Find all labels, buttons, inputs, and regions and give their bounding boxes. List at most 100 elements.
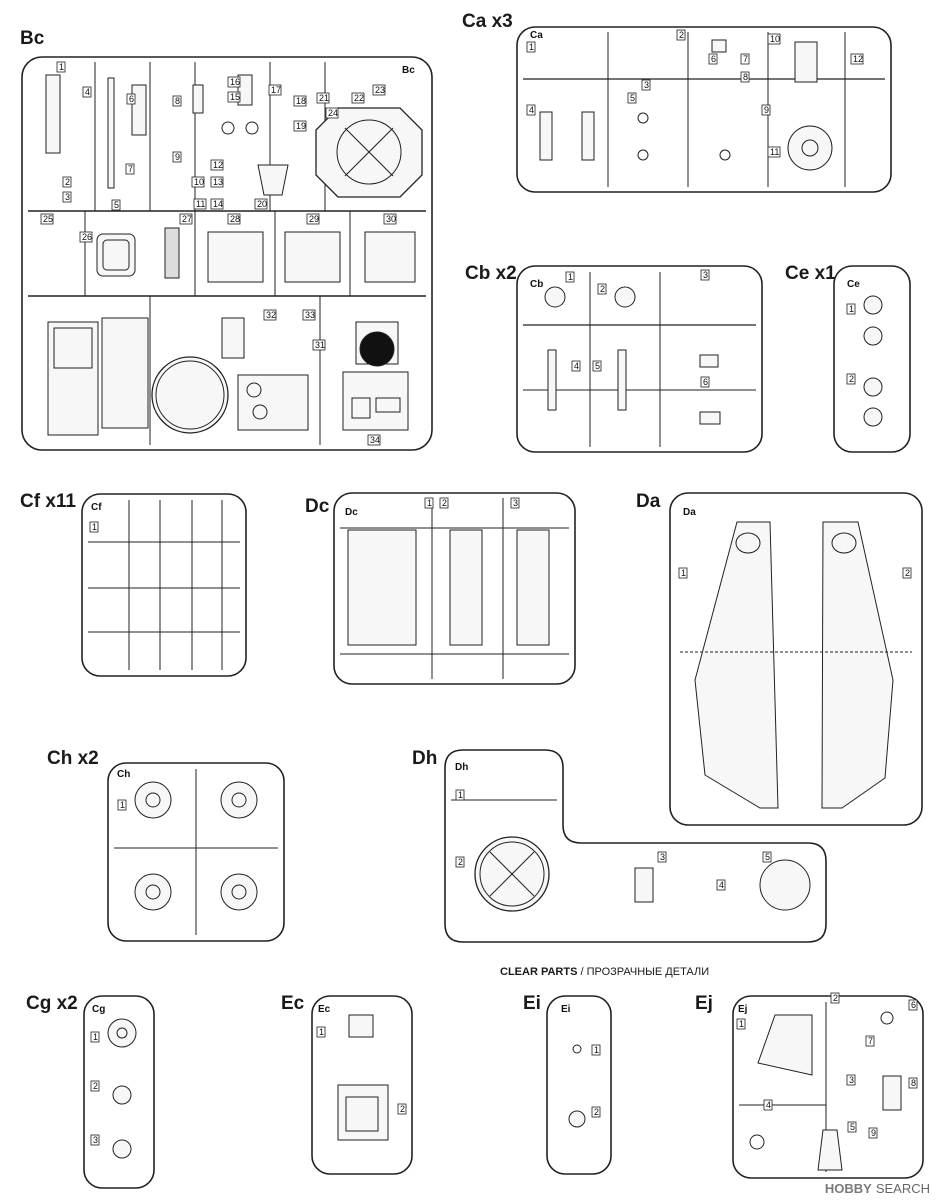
part-number-bc-12: 12 (210, 159, 224, 171)
svg-text:11: 11 (196, 199, 205, 209)
svg-text:31: 31 (315, 340, 325, 350)
svg-text:2: 2 (458, 857, 463, 867)
svg-text:1: 1 (739, 1019, 744, 1029)
svg-text:11: 11 (770, 147, 779, 157)
part-number-bc-16: 16 (227, 76, 241, 88)
svg-text:12: 12 (213, 160, 223, 170)
part-number-ca-1: 1 (526, 41, 536, 53)
part-number-ej-7: 7 (865, 1035, 875, 1047)
sprue-cf (81, 493, 247, 677)
svg-text:6: 6 (711, 54, 716, 64)
sprue-ej (732, 995, 924, 1179)
sprue-code-ca: Ca (530, 30, 543, 41)
svg-text:12: 12 (853, 54, 863, 64)
sprue-code-cg: Cg (92, 1004, 105, 1015)
part-number-ej-5: 5 (847, 1121, 857, 1133)
part-number-bc-28: 28 (227, 213, 241, 225)
svg-text:1: 1 (681, 568, 686, 578)
part-number-cg-2: 2 (90, 1080, 100, 1092)
part-number-bc-19: 19 (293, 120, 307, 132)
part-number-cg-3: 3 (90, 1134, 100, 1146)
svg-text:2: 2 (594, 1107, 599, 1117)
part-number-bc-6: 6 (126, 93, 136, 105)
svg-text:18: 18 (296, 96, 306, 106)
svg-text:26: 26 (82, 232, 92, 242)
part-number-bc-26: 26 (79, 231, 93, 243)
svg-text:3: 3 (65, 192, 70, 202)
part-number-ej-3: 3 (846, 1074, 856, 1086)
svg-text:2: 2 (400, 1104, 405, 1114)
svg-text:10: 10 (770, 34, 780, 44)
part-number-ej-2: 2 (830, 992, 840, 1004)
part-number-bc-14: 14 (210, 198, 224, 210)
part-number-ej-6: 6 (908, 999, 918, 1011)
svg-text:2: 2 (905, 568, 910, 578)
part-number-dc-2: 2 (439, 497, 449, 509)
sprue-cb (516, 265, 763, 453)
svg-text:8: 8 (743, 72, 748, 82)
svg-text:34: 34 (370, 435, 380, 445)
svg-text:2: 2 (833, 993, 838, 1003)
svg-text:6: 6 (911, 1000, 916, 1010)
svg-text:22: 22 (354, 93, 364, 103)
part-number-bc-5: 5 (111, 199, 121, 211)
part-number-bc-18: 18 (293, 95, 307, 107)
part-number-bc-1: 1 (56, 61, 66, 73)
sprue-title-dh: Dh (412, 748, 438, 769)
clear-parts-heading: CLEAR PARTS / ПРОЗРАЧНЫЕ ДЕТАЛИ (500, 966, 709, 978)
part-number-cb-5: 5 (592, 360, 602, 372)
sprue-title-ce: Ce x1 (785, 263, 836, 284)
svg-text:21: 21 (319, 93, 329, 103)
svg-text:30: 30 (386, 214, 396, 224)
part-number-bc-32: 32 (263, 309, 277, 321)
svg-text:6: 6 (703, 377, 708, 387)
sprue-code-ce: Ce (847, 279, 860, 290)
svg-text:25: 25 (43, 214, 53, 224)
sprue-title-da: Da (636, 491, 661, 512)
sprue-ei (546, 995, 612, 1175)
part-number-bc-30: 30 (383, 213, 397, 225)
part-number-ej-8: 8 (908, 1077, 918, 1089)
part-number-bc-4: 4 (82, 86, 92, 98)
part-number-cb-3: 3 (700, 269, 710, 281)
part-number-da-1: 1 (678, 567, 688, 579)
part-number-bc-22: 22 (351, 92, 365, 104)
sprue-title-bc: Bc (20, 28, 45, 49)
part-number-ec-1: 1 (316, 1026, 326, 1038)
svg-text:27: 27 (182, 214, 192, 224)
part-number-cb-6: 6 (700, 376, 710, 388)
svg-text:2: 2 (442, 498, 447, 508)
svg-text:4: 4 (85, 87, 90, 97)
part-number-ei-1: 1 (591, 1044, 601, 1056)
part-number-bc-33: 33 (302, 309, 316, 321)
svg-text:1: 1 (458, 790, 463, 800)
sprue-title-cg: Cg x2 (26, 993, 78, 1014)
svg-text:2: 2 (679, 30, 684, 40)
svg-text:5: 5 (765, 852, 770, 862)
part-number-cg-1: 1 (90, 1031, 100, 1043)
svg-text:3: 3 (644, 80, 649, 90)
clear-parts-en: CLEAR PARTS (500, 966, 578, 978)
svg-text:15: 15 (230, 92, 240, 102)
watermark-text: SEARCH (875, 1181, 930, 1196)
clear-parts-ru: ПРОЗРАЧНЫЕ ДЕТАЛИ (586, 966, 710, 978)
part-number-ej-1: 1 (736, 1018, 746, 1030)
sprue-ec (311, 995, 413, 1175)
part-number-dh-3: 3 (657, 851, 667, 863)
svg-text:33: 33 (305, 310, 315, 320)
svg-text:5: 5 (595, 361, 600, 371)
part-number-ei-2: 2 (591, 1106, 601, 1118)
part-number-cb-1: 1 (565, 271, 575, 283)
svg-text:24: 24 (328, 108, 338, 118)
svg-text:7: 7 (743, 54, 748, 64)
part-number-dc-1: 1 (424, 497, 434, 509)
sprue-title-ca: Ca x3 (462, 11, 513, 32)
svg-text:9: 9 (764, 105, 769, 115)
svg-text:7: 7 (128, 164, 133, 174)
svg-text:5: 5 (114, 200, 119, 210)
part-number-ce-2: 2 (846, 373, 856, 385)
svg-text:1: 1 (59, 62, 64, 72)
svg-text:3: 3 (513, 498, 518, 508)
watermark: HOBBY SEARCH (825, 1181, 930, 1196)
part-number-bc-2: 2 (62, 176, 72, 188)
